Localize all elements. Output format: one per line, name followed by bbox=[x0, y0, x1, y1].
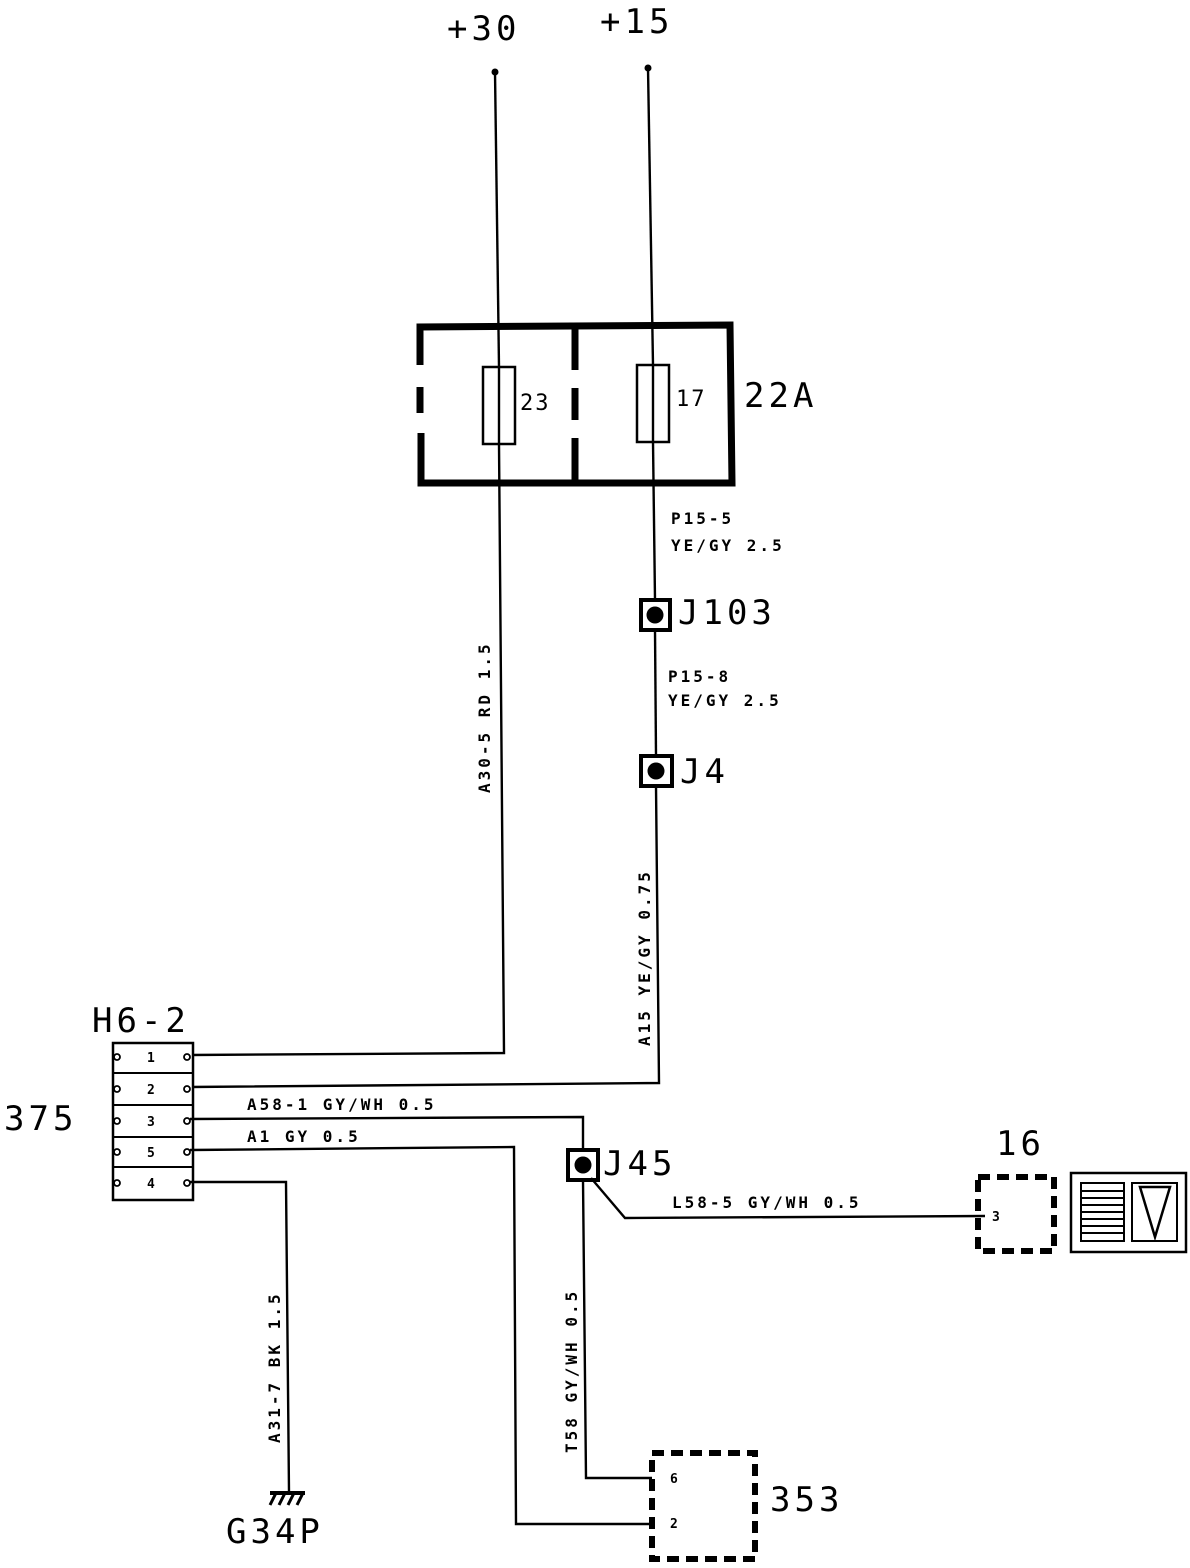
wire-label-t58: T58 GY/WH 0.5 bbox=[562, 1289, 581, 1453]
wire-a15 bbox=[189, 785, 661, 1089]
connector-pin-3: 3 bbox=[147, 1115, 155, 1130]
ground-icon bbox=[268, 1491, 305, 1506]
fuse-number-23: 23 bbox=[520, 391, 551, 416]
wire-a1 bbox=[189, 1145, 652, 1526]
level-gauge-icon bbox=[1069, 1171, 1188, 1254]
connector-pin-5: 5 bbox=[147, 1146, 155, 1161]
component-353-box bbox=[649, 1450, 758, 1562]
wire-label-a58-1: A58-1 GY/WH 0.5 bbox=[247, 1095, 437, 1114]
junction-j45 bbox=[566, 1148, 600, 1182]
connector-pin-4: 4 bbox=[147, 1177, 155, 1192]
wire-id-p15-5: P15-5 bbox=[671, 509, 734, 528]
wire-label-a15: A15 YE/GY 0.75 bbox=[635, 869, 654, 1046]
connector-pin-1: 1 bbox=[147, 1051, 155, 1066]
fuse-number-17: 17 bbox=[676, 387, 707, 412]
wire-label-l58-5: L58-5 GY/WH 0.5 bbox=[672, 1193, 862, 1212]
junction-j4 bbox=[639, 754, 674, 788]
junction-j103 bbox=[639, 598, 672, 632]
junction-label-j45: J45 bbox=[603, 1144, 676, 1184]
junction-label-j103: J103 bbox=[678, 593, 776, 633]
fuse-box-label: 22A bbox=[744, 376, 817, 416]
wire-a30-5 bbox=[189, 443, 506, 1057]
wire-t58 bbox=[581, 1179, 652, 1480]
wire-id-p15-8: P15-8 bbox=[668, 667, 731, 686]
wire-label-a31-7: A31-7 BK 1.5 bbox=[265, 1291, 284, 1443]
wire-spec-p15-5: YE/GY 2.5 bbox=[671, 536, 785, 555]
connector-pin-2: 2 bbox=[147, 1083, 155, 1098]
ground-label: G34P bbox=[226, 1512, 324, 1552]
wire-p15-8 bbox=[653, 629, 658, 757]
supply-label-plus30: +30 bbox=[447, 9, 520, 49]
connector-label-375: 375 bbox=[4, 1099, 77, 1139]
wire-spec-p15-8: YE/GY 2.5 bbox=[668, 691, 782, 710]
wire-plus30-feed bbox=[493, 71, 501, 368]
component-353-pin-6: 6 bbox=[670, 1472, 678, 1487]
component-label-16: 16 bbox=[996, 1124, 1045, 1164]
wire-label-a1: A1 GY 0.5 bbox=[247, 1127, 361, 1146]
component-353-pin-2: 2 bbox=[670, 1517, 678, 1532]
wire-plus15-feed bbox=[646, 67, 655, 366]
component-16-pin-3: 3 bbox=[992, 1210, 1000, 1225]
wire-a58-1 bbox=[189, 1115, 585, 1150]
wire-p15-5 bbox=[651, 441, 657, 601]
component-16-box bbox=[975, 1174, 1057, 1254]
supply-label-plus15: +15 bbox=[600, 2, 673, 42]
component-label-353: 353 bbox=[770, 1480, 843, 1520]
wire-label-a30-5: A30-5 RD 1.5 bbox=[475, 641, 494, 793]
connector-header-h6-2: H6-2 bbox=[92, 1001, 190, 1041]
junction-label-j4: J4 bbox=[680, 752, 729, 792]
wire-a31-7 bbox=[190, 1180, 291, 1493]
connector-375 bbox=[111, 1041, 195, 1202]
wire-l58-5 bbox=[590, 1177, 986, 1220]
